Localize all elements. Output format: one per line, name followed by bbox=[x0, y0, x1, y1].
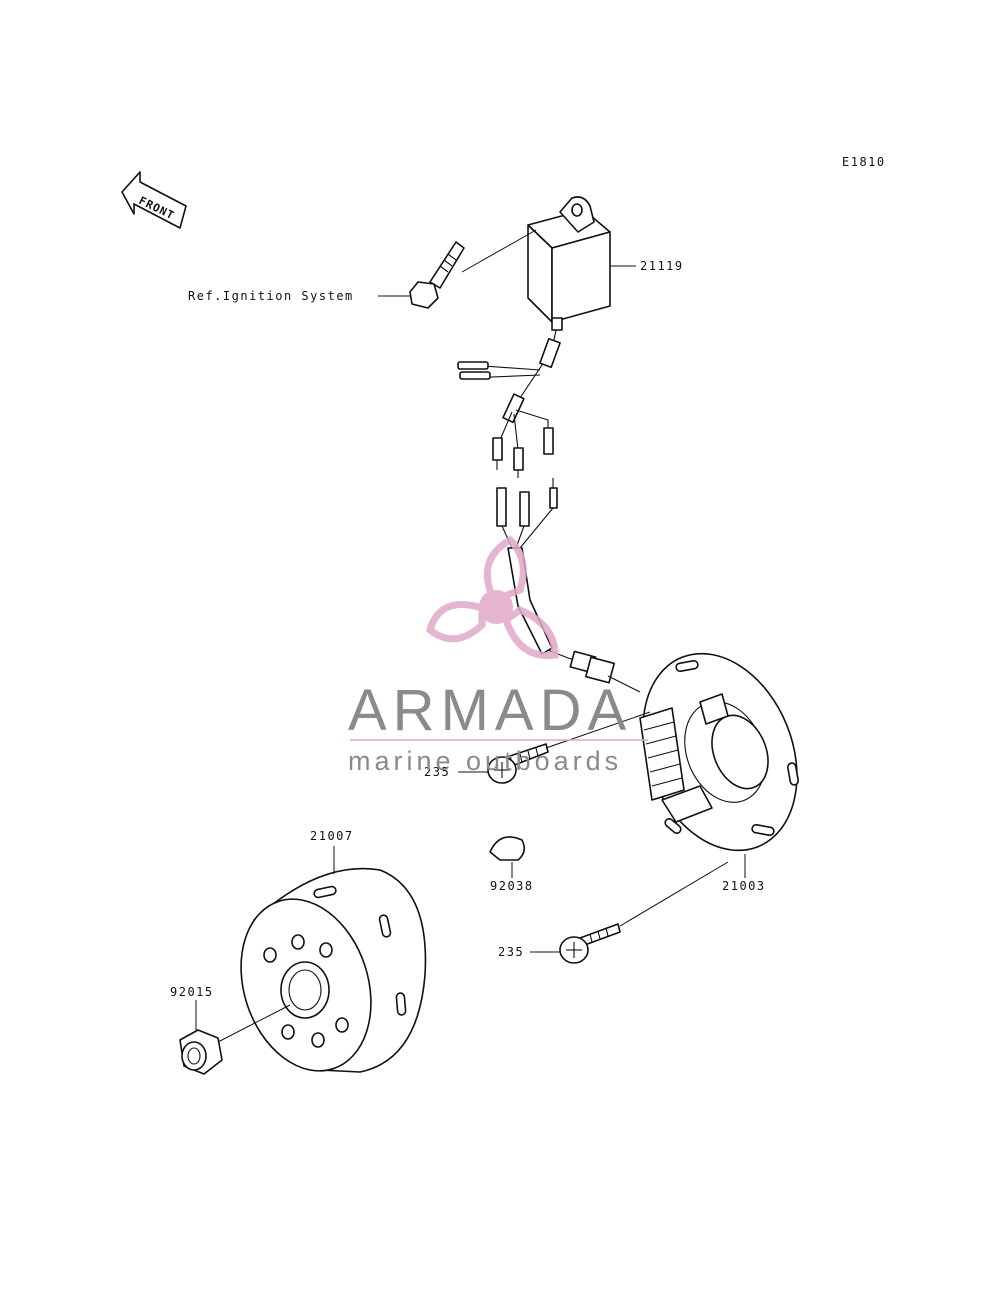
upper-stator-bolt bbox=[487, 743, 549, 784]
callout-235-upper: 235 bbox=[424, 765, 450, 779]
watermark: ARMADA marine outboards bbox=[348, 535, 648, 776]
front-arrow-icon: FRONT bbox=[121, 171, 187, 229]
lower-stator-bolt bbox=[559, 923, 621, 964]
flywheel-nut bbox=[179, 1029, 223, 1075]
propeller-logo-icon bbox=[425, 535, 559, 660]
callout-235-lower: 235 bbox=[498, 945, 524, 959]
callout-92015: 92015 bbox=[170, 985, 214, 999]
watermark-tagline: marine outboards bbox=[348, 746, 622, 776]
callout-21119: 21119 bbox=[640, 259, 684, 273]
stator-assembly bbox=[639, 652, 800, 852]
callout-21007: 21007 bbox=[310, 829, 354, 843]
callout-92038: 92038 bbox=[490, 879, 534, 893]
cdi-mount-bolt bbox=[409, 241, 465, 309]
cdi-wire-harness bbox=[457, 329, 561, 478]
diagram-code: E1810 bbox=[842, 155, 886, 169]
watermark-brand: ARMADA bbox=[348, 678, 632, 743]
callout-21003: 21003 bbox=[722, 879, 766, 893]
reference-label: Ref.Ignition System bbox=[188, 289, 354, 303]
cdi-unit bbox=[527, 196, 611, 331]
woodruff-key bbox=[489, 836, 526, 861]
flywheel bbox=[240, 867, 427, 1073]
